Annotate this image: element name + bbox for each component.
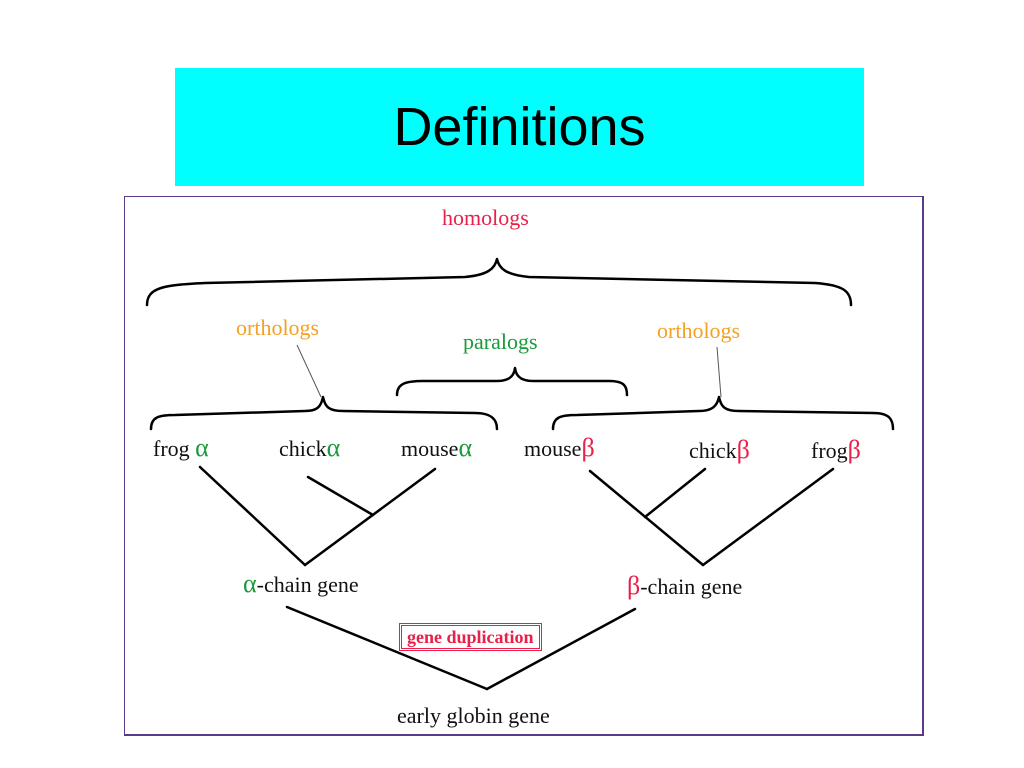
beta-symbol: β	[736, 435, 750, 464]
root-label: early globin gene	[397, 703, 550, 728]
paralogs-brace	[395, 366, 629, 397]
orthologs-pointer-left	[296, 344, 322, 398]
leaf-frog-beta: frogβ	[811, 435, 861, 465]
branch-mouse-beta	[588, 469, 705, 567]
leaf-name: mouse	[401, 436, 459, 461]
leaf-name: mouse	[524, 436, 582, 461]
leaf-mouse-alpha: mouseα	[401, 433, 472, 463]
homologs-brace	[145, 257, 853, 307]
orthologs-brace-left	[149, 395, 499, 431]
gene-duplication-label: gene duplication	[401, 625, 540, 649]
beta-chain-gene: β-chain gene	[627, 571, 742, 601]
branch-root-left	[285, 605, 489, 691]
beta-symbol: β	[627, 571, 641, 600]
orthologs-pointer-right	[716, 346, 722, 398]
branch-mouse-alpha	[303, 467, 437, 567]
alpha-symbol: α	[243, 569, 257, 598]
gene-label: -chain gene	[256, 572, 359, 597]
alpha-symbol: α	[458, 433, 473, 462]
gene-duplication-box: gene duplication	[399, 623, 542, 651]
leaf-name: chick	[279, 436, 327, 461]
branch-frog-alpha	[198, 465, 307, 567]
diagram-lines	[145, 257, 895, 691]
slide-title: Definitions	[393, 97, 646, 157]
branch-root-right	[485, 607, 637, 691]
leaf-name: chick	[689, 438, 737, 463]
leaf-name: frog	[153, 436, 190, 461]
paralogs-label: paralogs	[463, 329, 538, 354]
orthologs-label-right: orthologs	[657, 318, 741, 343]
branch-chick-beta	[643, 467, 707, 519]
alpha-symbol: α	[326, 433, 341, 462]
gene-label: -chain gene	[640, 574, 743, 599]
leaf-mouse-beta: mouseβ	[524, 433, 595, 463]
leaf-chick-alpha: chickα	[279, 433, 340, 463]
homolog-diagram: homologs orthologs paralogs orthologs fr…	[124, 196, 924, 736]
leaf-name: frog	[811, 438, 848, 463]
homologs-label: homologs	[442, 205, 529, 230]
beta-symbol: β	[581, 433, 595, 462]
beta-symbol: β	[847, 435, 861, 464]
leaf-frog-alpha: frog α	[153, 433, 209, 463]
alpha-chain-gene: α-chain gene	[243, 569, 359, 599]
orthologs-label-left: orthologs	[236, 315, 320, 340]
alpha-symbol: α	[195, 433, 209, 462]
title-bar: Definitions	[175, 68, 864, 186]
branch-frog-beta	[701, 467, 835, 567]
leaf-chick-beta: chickβ	[689, 435, 750, 465]
branch-chick-alpha	[306, 475, 375, 517]
orthologs-brace-right	[551, 395, 895, 431]
